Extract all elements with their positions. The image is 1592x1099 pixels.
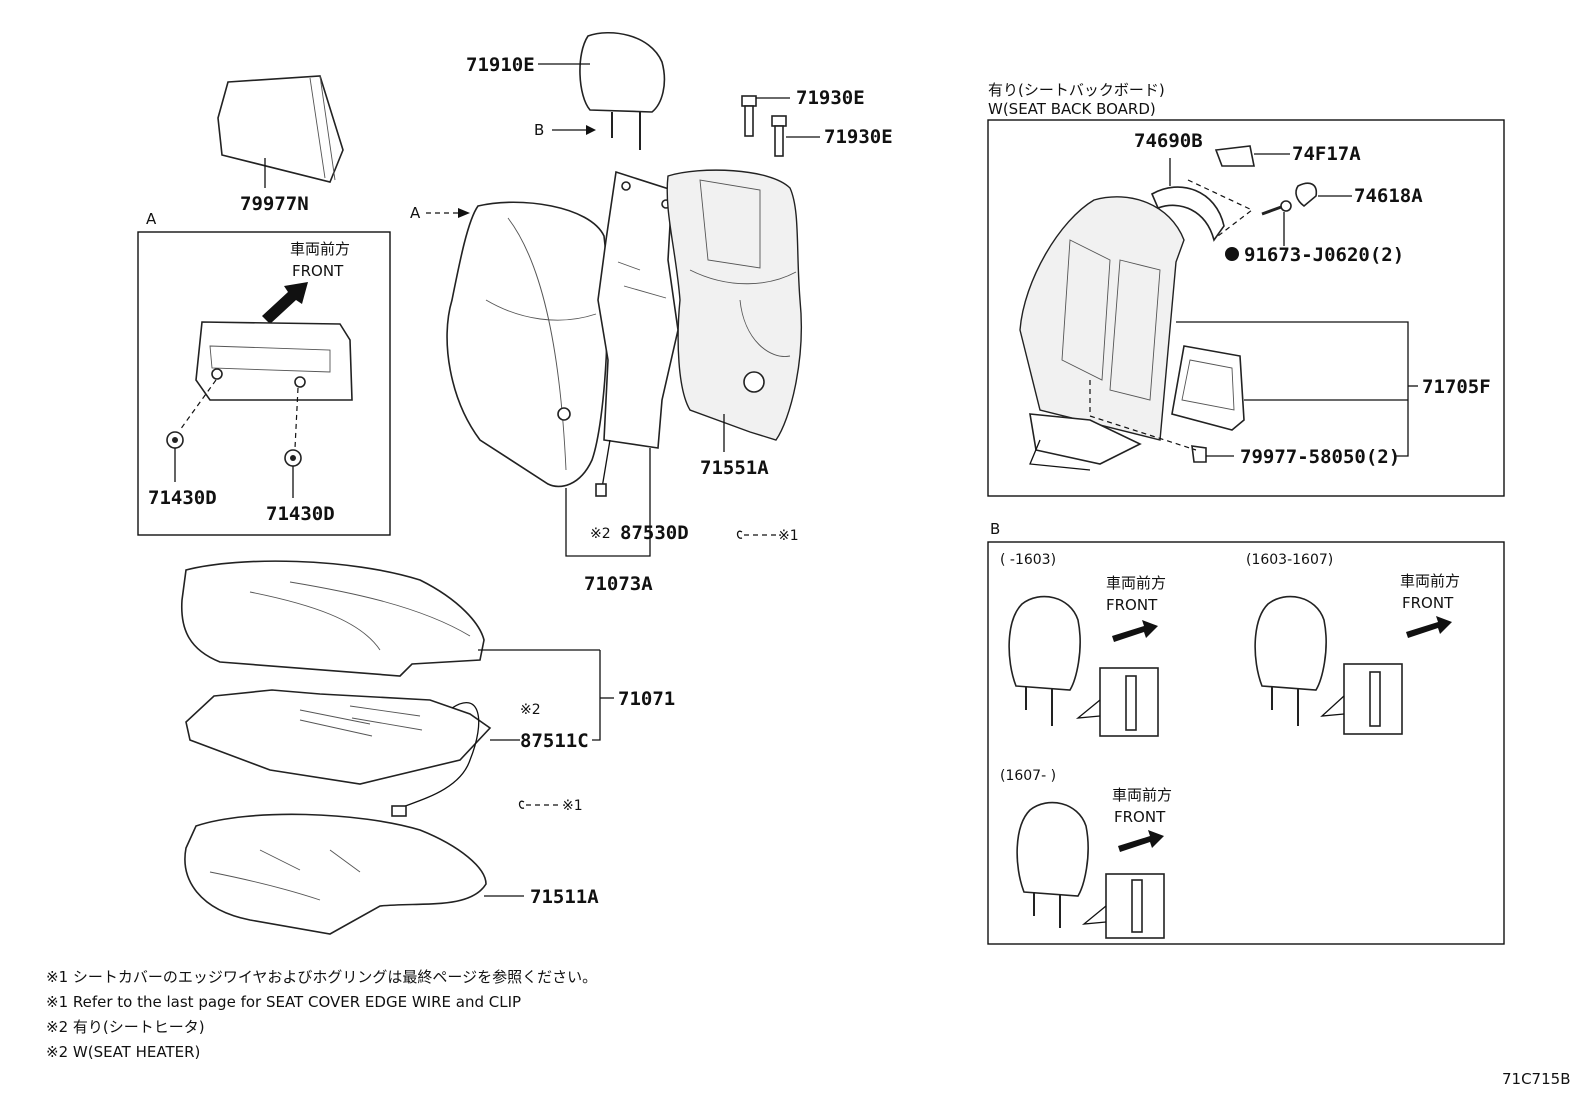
- part-71430D-left[interactable]: 71430D: [148, 487, 217, 509]
- front-arrow-icon-3: [1118, 830, 1164, 852]
- note-1-en: ※1 Refer to the last page for SEAT COVER…: [46, 993, 521, 1011]
- part-74690B[interactable]: 74690B: [1134, 130, 1203, 152]
- detail-b-label: B: [990, 520, 1000, 538]
- heater-note-mark: ※2: [590, 526, 611, 542]
- range-label-3: (1607- ): [1000, 768, 1056, 784]
- diagram-code: 71C715B: [1502, 1070, 1570, 1088]
- headrest-guide-1: [741, 95, 757, 137]
- headrest-variant-3: [1016, 801, 1165, 939]
- back-board-panel-drawing: [1171, 345, 1245, 431]
- front-jp-1: 車両前方: [1106, 574, 1166, 592]
- part-71910E[interactable]: 71910E: [466, 54, 535, 76]
- headrest-guide-2: [771, 115, 787, 157]
- range-label-1: ( -1603): [1000, 552, 1056, 568]
- seat-cushion-heater-drawing: [185, 689, 492, 817]
- back-board-title-jp: 有り(シートバックボード): [988, 81, 1165, 99]
- front-label-jp: 車両前方: [290, 240, 350, 258]
- part-87511C[interactable]: 87511C: [520, 730, 589, 752]
- part-74F17A[interactable]: 74F17A: [1292, 143, 1361, 165]
- back-board-box: [987, 119, 1505, 497]
- detail-a-box: [137, 231, 391, 536]
- part-71430D-right[interactable]: 71430D: [266, 503, 335, 525]
- new-part-marker-icon: [1225, 247, 1239, 261]
- part-71551A[interactable]: 71551A: [700, 457, 769, 479]
- view-b-label: B: [534, 121, 544, 139]
- detail-a-frame: [195, 321, 353, 401]
- hog-ring-clip-icon: [736, 530, 776, 539]
- hog-ring-clip-icon-2: [518, 800, 560, 809]
- view-a-label: A: [410, 204, 421, 222]
- clip-note-mark-upper: ※1: [778, 528, 799, 544]
- headrest-cover-drawing: [217, 75, 344, 183]
- range-label-2: (1603-1607): [1246, 552, 1333, 568]
- arrow-b-icon: [586, 125, 596, 135]
- part-79977-58050[interactable]: 79977-58050(2): [1240, 446, 1400, 468]
- part-71930E-upper[interactable]: 71930E: [796, 87, 865, 109]
- bolt-71430D-left: [166, 431, 184, 449]
- seat-back-board-drawing: [1019, 196, 1185, 471]
- arrow-a-icon: [458, 208, 470, 218]
- note-2-jp: ※2 有り(シートヒータ): [46, 1018, 205, 1036]
- front-arrow-icon: [262, 282, 308, 324]
- part-79977N[interactable]: 79977N: [240, 193, 309, 215]
- seat-back-cover-drawing: [446, 201, 609, 488]
- board-trim-drawing: [1150, 186, 1225, 242]
- headrest-variant-2: [1254, 595, 1403, 735]
- front-label-en: FRONT: [292, 262, 344, 280]
- seat-back-heater-drawing: [595, 170, 679, 497]
- front-en-1: FRONT: [1106, 596, 1158, 614]
- part-71071[interactable]: 71071: [618, 688, 675, 710]
- clip-74618A-drawing: [1295, 182, 1318, 208]
- front-arrow-icon-1: [1112, 620, 1158, 642]
- detail-b-box: [987, 541, 1505, 945]
- headrest-variant-1: [1008, 595, 1159, 737]
- front-jp-2: 車両前方: [1400, 572, 1460, 590]
- part-71930E-lower[interactable]: 71930E: [824, 126, 893, 148]
- part-87530D[interactable]: 87530D: [620, 522, 689, 544]
- bolt-71430D-right: [284, 449, 302, 467]
- note-1-jp: ※1 シートカバーのエッジワイヤおよびホグリングは最終ページを参照ください。: [46, 968, 597, 986]
- part-91673[interactable]: 91673-J0620(2): [1244, 244, 1404, 266]
- detail-a-label: A: [146, 210, 157, 228]
- clip-79977-58050-drawing: [1191, 445, 1207, 463]
- note-2-en: ※2 W(SEAT HEATER): [46, 1043, 200, 1061]
- clip-note-mark-lower: ※1: [562, 798, 583, 814]
- front-jp-3: 車両前方: [1112, 786, 1172, 804]
- front-en-3: FRONT: [1114, 808, 1166, 826]
- seat-cushion-cover-drawing: [180, 560, 485, 677]
- front-arrow-icon-2: [1406, 616, 1452, 638]
- clip-74F17A-drawing: [1214, 145, 1255, 167]
- part-71073A[interactable]: 71073A: [584, 573, 653, 595]
- seat-cushion-pad-drawing: [184, 813, 487, 935]
- heater-note-mark-2: ※2: [520, 702, 541, 718]
- part-74618A[interactable]: 74618A: [1354, 185, 1423, 207]
- back-board-title-en: W(SEAT BACK BOARD): [988, 100, 1156, 118]
- part-71705F[interactable]: 71705F: [1422, 376, 1491, 398]
- part-71511A[interactable]: 71511A: [530, 886, 599, 908]
- front-en-2: FRONT: [1402, 594, 1454, 612]
- seat-back-frame-drawing: [666, 169, 802, 441]
- screw-91673-drawing: [1261, 200, 1292, 216]
- headrest-drawing: [579, 31, 666, 150]
